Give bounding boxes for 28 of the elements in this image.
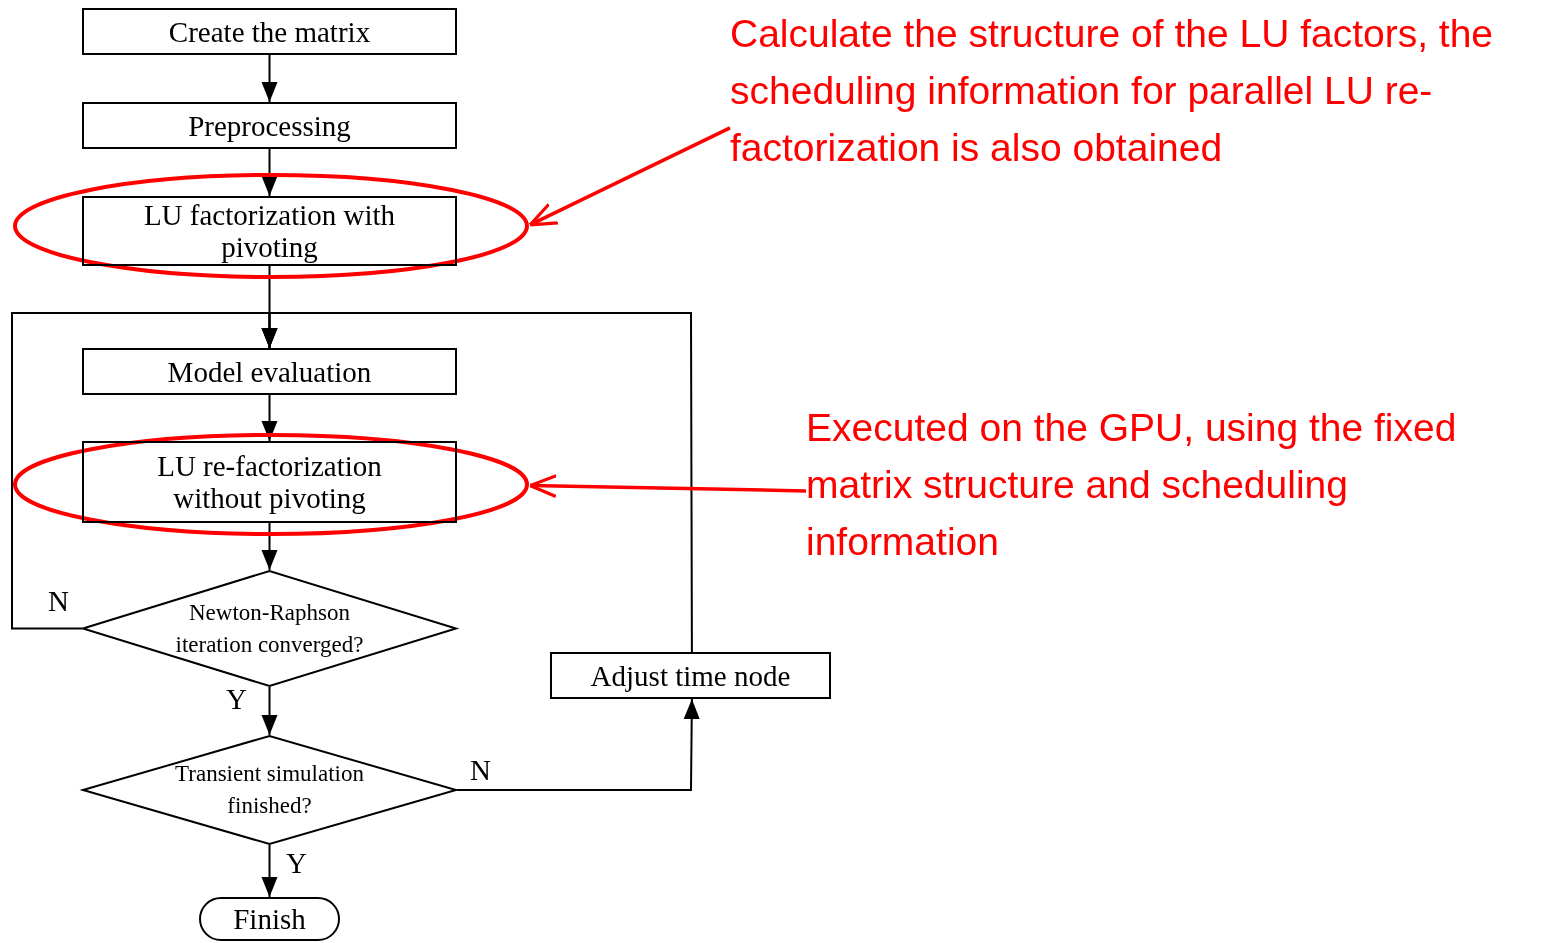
process-box bbox=[82, 441, 457, 523]
flow-arrow bbox=[261, 148, 278, 197]
flow-arrow bbox=[261, 522, 278, 571]
process-box bbox=[82, 348, 457, 395]
node-label: Transient simulation finished? bbox=[174, 760, 365, 820]
process-box bbox=[82, 8, 457, 55]
node-label: LU re-factorization without pivoting bbox=[156, 450, 383, 514]
flow-arrow bbox=[456, 698, 700, 791]
flow-arrow bbox=[261, 312, 693, 653]
terminal-box bbox=[199, 897, 340, 941]
annotation-text: Calculate the structure of the LU factors, the scheduling information for parallel LU re-factorization is also obtained bbox=[730, 10, 1495, 171]
node-label: Finish bbox=[233, 902, 306, 936]
node-label: Adjust time node bbox=[590, 659, 791, 692]
flow-arrow bbox=[261, 844, 278, 898]
leader-arrow bbox=[528, 474, 807, 498]
flow-arrow bbox=[261, 54, 278, 103]
flow-arrow bbox=[261, 394, 278, 442]
process-box bbox=[82, 196, 457, 266]
process-box bbox=[550, 652, 831, 699]
leader-arrow bbox=[528, 126, 731, 227]
annotation-text: Executed on the GPU, using the fixed matrix structure and scheduling information bbox=[806, 404, 1458, 565]
node-label: Create the matrix bbox=[168, 15, 371, 48]
node-label: Model evaluation bbox=[167, 355, 372, 388]
node-label: LU factorization with pivoting bbox=[142, 199, 397, 263]
process-box bbox=[82, 102, 457, 149]
node-label: Preprocessing bbox=[188, 109, 351, 142]
node-label: Newton-Raphson iteration converged? bbox=[174, 598, 365, 659]
flow-arrow bbox=[261, 686, 278, 736]
